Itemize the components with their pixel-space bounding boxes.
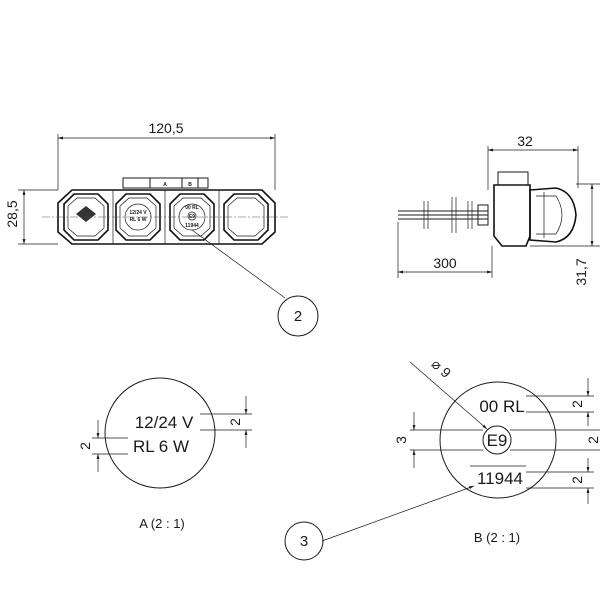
callout-3-label: 3	[300, 533, 308, 550]
detail-b-diameter: ⌀ 9	[429, 356, 455, 381]
lens-2: 12/24 V RL 6 W	[115, 193, 161, 241]
side-height-value: 31,7	[573, 258, 589, 285]
front-view: 12/24 V RL 6 W 00 RL E9 11944 A B	[57, 177, 276, 245]
dimension-cable: 300	[397, 222, 493, 278]
detail-a-wattage: RL 6 W	[133, 437, 189, 456]
front-code-text: 00 RL	[185, 205, 199, 211]
dimension-width: 120,5	[57, 120, 276, 190]
section-mark-b: B	[188, 182, 192, 188]
depth-value: 32	[517, 133, 533, 149]
height-value: 28,5	[4, 200, 20, 227]
front-wattage-text: RL 6 W	[130, 217, 147, 223]
detail-b-number: 11944	[477, 469, 523, 488]
dimension-depth: 32	[487, 133, 579, 190]
section-mark-a: A	[163, 182, 167, 188]
lens-4	[223, 193, 269, 241]
cable-length-value: 300	[433, 255, 457, 271]
lens-1	[63, 193, 109, 241]
detail-b-gap-right: 2	[585, 436, 600, 444]
lamp-housing-outline	[57, 189, 276, 245]
detail-b-caption: B (2 : 1)	[474, 530, 520, 545]
detail-b-code: 00 RL	[479, 397, 524, 416]
side-view	[398, 171, 577, 247]
detail-b-gap-bottom: 2	[569, 476, 585, 484]
detail-b-gap-left: 3	[393, 436, 409, 444]
callout-3: 3	[284, 485, 475, 561]
callout-2: 2	[191, 229, 319, 337]
detail-a-gap-right: 2	[227, 418, 243, 426]
dimension-height: 28,5	[4, 189, 58, 245]
callout-2-label: 2	[294, 308, 302, 325]
detail-b: 00 RL E9 11944 ⌀ 9 2 2 2 3 2 B (2 : 1)	[393, 356, 600, 545]
front-number-text: 11944	[185, 223, 199, 229]
detail-a-gap-left: 2	[77, 442, 93, 450]
dimension-side-height: 31,7	[530, 183, 600, 286]
brand-logo	[76, 206, 96, 222]
detail-b-gap-top: 2	[569, 400, 585, 408]
detail-a-caption: A (2 : 1)	[139, 516, 185, 531]
detail-a: 12/24 V RL 6 W 2 2 A (2 : 1)	[77, 377, 252, 531]
front-voltage-text: 12/24 V	[129, 210, 147, 216]
detail-a-voltage: 12/24 V	[135, 413, 194, 432]
detail-b-approval: E9	[487, 431, 508, 450]
width-value: 120,5	[148, 120, 183, 136]
